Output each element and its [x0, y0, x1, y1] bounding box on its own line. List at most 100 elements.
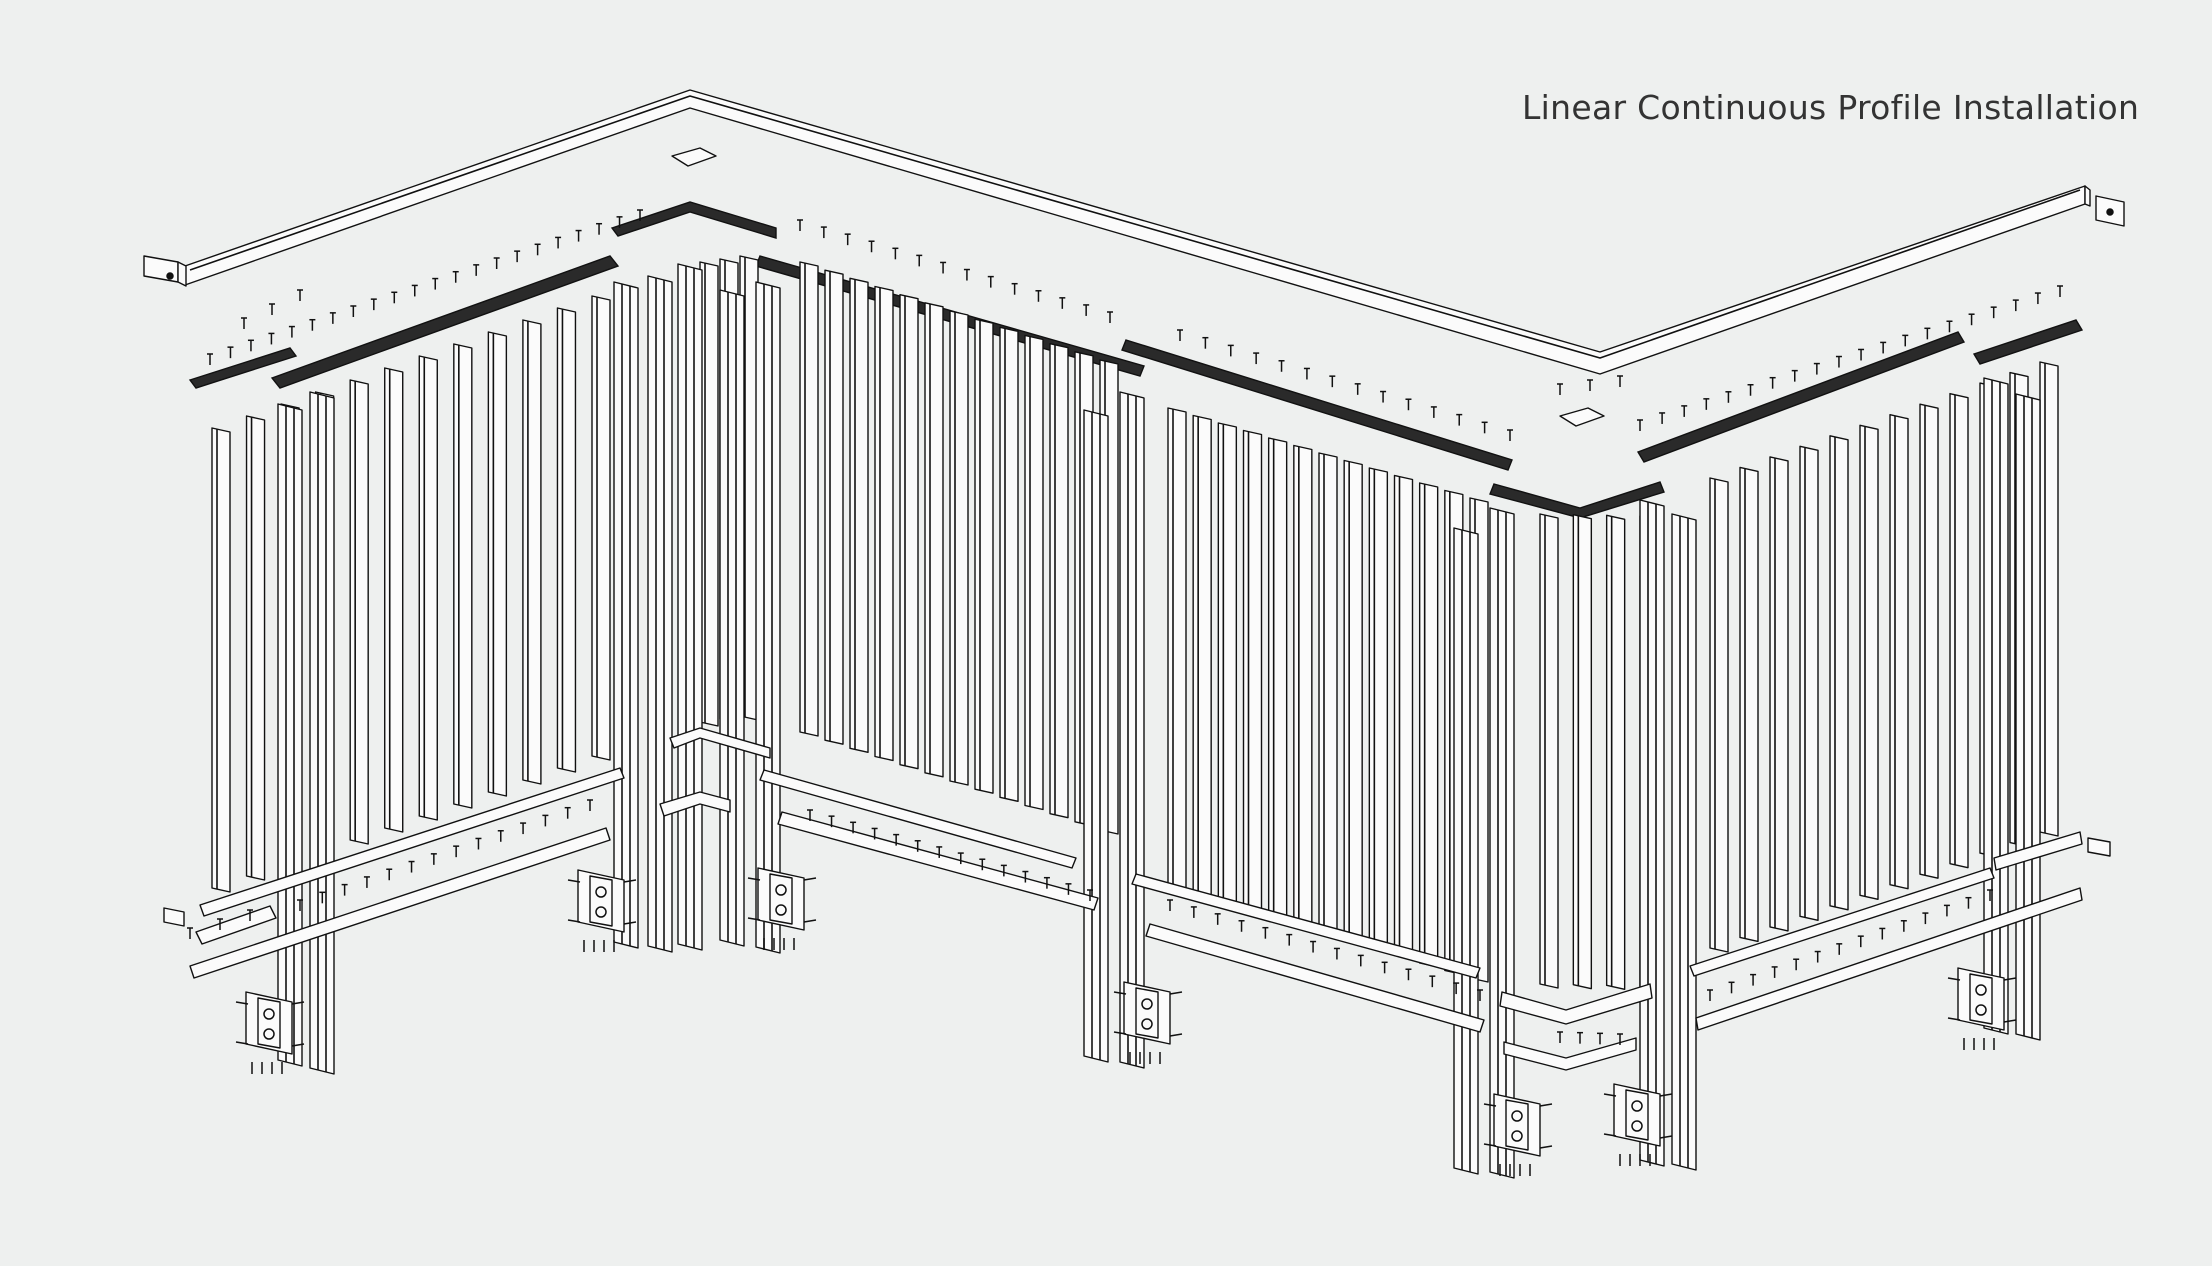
screw-icon — [1990, 306, 1997, 319]
slat — [999, 326, 1019, 803]
fastening-screws — [187, 209, 2063, 1045]
slat — [1267, 437, 1288, 923]
screw-icon — [432, 277, 439, 290]
screw-icon — [247, 909, 253, 921]
screw-icon — [1637, 419, 1643, 431]
screw-icon — [1167, 899, 1173, 911]
screw-icon — [1968, 313, 1975, 326]
screw-icon — [1278, 360, 1285, 372]
slat — [1217, 422, 1238, 908]
screw-icon — [1793, 958, 1800, 971]
page-title: Linear Continuous Profile Installation — [1522, 88, 2140, 127]
screw-icon — [1177, 329, 1183, 341]
screw-icon — [914, 840, 921, 852]
screw-icon — [1924, 327, 1931, 340]
screw-icon — [1769, 376, 1776, 389]
screw-icon — [871, 827, 878, 840]
screw-icon — [1987, 889, 1993, 901]
screw-icon — [1747, 383, 1754, 396]
mounting-bracket-icon — [1113, 981, 1183, 1064]
post — [1983, 377, 2009, 1035]
screw-icon — [297, 899, 303, 911]
slat — [699, 261, 719, 727]
slat — [1829, 435, 1849, 911]
screw-icon — [217, 918, 223, 930]
slat — [1539, 513, 1559, 989]
screw-icon — [1879, 927, 1886, 940]
screw-icon — [2012, 299, 2019, 312]
post — [1119, 391, 1145, 1069]
screw-icon — [807, 809, 813, 821]
screw-icon — [1750, 973, 1757, 986]
slat — [211, 427, 231, 893]
slat — [1024, 334, 1044, 811]
screw-icon — [1597, 1032, 1603, 1045]
screw-icon — [1728, 981, 1735, 994]
screw-icon — [1238, 920, 1245, 932]
screw-icon — [1557, 1031, 1563, 1043]
screw-icon — [1333, 947, 1340, 960]
screw-icon — [497, 830, 504, 842]
end-cap-icon — [2087, 837, 2111, 857]
post — [277, 403, 303, 1067]
screw-icon — [1725, 391, 1732, 403]
screw-icon — [1087, 889, 1093, 901]
screw-icon — [1707, 989, 1713, 1001]
lower-rail-corner — [1499, 983, 1653, 1071]
post — [1639, 499, 1665, 1167]
slat — [1393, 474, 1414, 961]
mounting-bracket-icon — [567, 869, 637, 952]
screw-icon — [1659, 412, 1666, 424]
screw-icon — [596, 222, 603, 235]
screw-icon — [1946, 320, 1953, 333]
mounting-bracket-icon — [1483, 1093, 1553, 1176]
screw-icon — [475, 837, 482, 850]
screw-icon — [241, 317, 247, 329]
slat — [1919, 403, 1939, 879]
screw-icon — [1059, 297, 1066, 309]
screw-icon — [1000, 864, 1007, 877]
screw-icon — [1880, 341, 1887, 354]
slat — [899, 293, 919, 770]
slat — [799, 261, 819, 737]
screw-icon — [1453, 982, 1460, 995]
screw-icon — [1253, 352, 1260, 365]
screw-icon — [1587, 379, 1593, 391]
slat — [245, 415, 266, 881]
screw-icon — [936, 846, 943, 858]
screw-icon — [616, 216, 623, 228]
slat — [1709, 477, 1729, 953]
slat — [349, 379, 369, 845]
screw-icon — [1456, 413, 1463, 426]
screw-icon — [453, 845, 460, 858]
post — [647, 275, 673, 953]
screw-icon — [1405, 398, 1412, 411]
screw-icon — [1481, 421, 1488, 434]
screw-icon — [386, 868, 393, 881]
screw-icon — [514, 250, 521, 263]
screw-icon — [247, 339, 254, 352]
post — [1083, 409, 1109, 1063]
mounting-bracket-icon — [747, 867, 817, 950]
screw-icon — [1202, 336, 1209, 349]
screw-icon — [297, 289, 303, 301]
screw-icon — [269, 303, 275, 315]
upper-track-left — [188, 255, 620, 389]
screw-icon — [207, 353, 213, 365]
slat — [1293, 444, 1313, 931]
screw-icon — [1214, 913, 1221, 925]
screw-icon — [844, 233, 851, 246]
slat — [1889, 414, 1909, 890]
screw-icon — [893, 833, 900, 846]
slat — [1318, 452, 1338, 938]
slat — [949, 310, 969, 786]
screw-icon — [1011, 282, 1018, 295]
screw-icon — [1902, 334, 1909, 347]
screw-icon — [473, 264, 480, 276]
screw-icon — [329, 312, 336, 324]
slat — [1418, 482, 1439, 968]
screw-icon — [850, 821, 857, 834]
slat — [1769, 456, 1789, 932]
screw-icon — [1922, 912, 1929, 925]
